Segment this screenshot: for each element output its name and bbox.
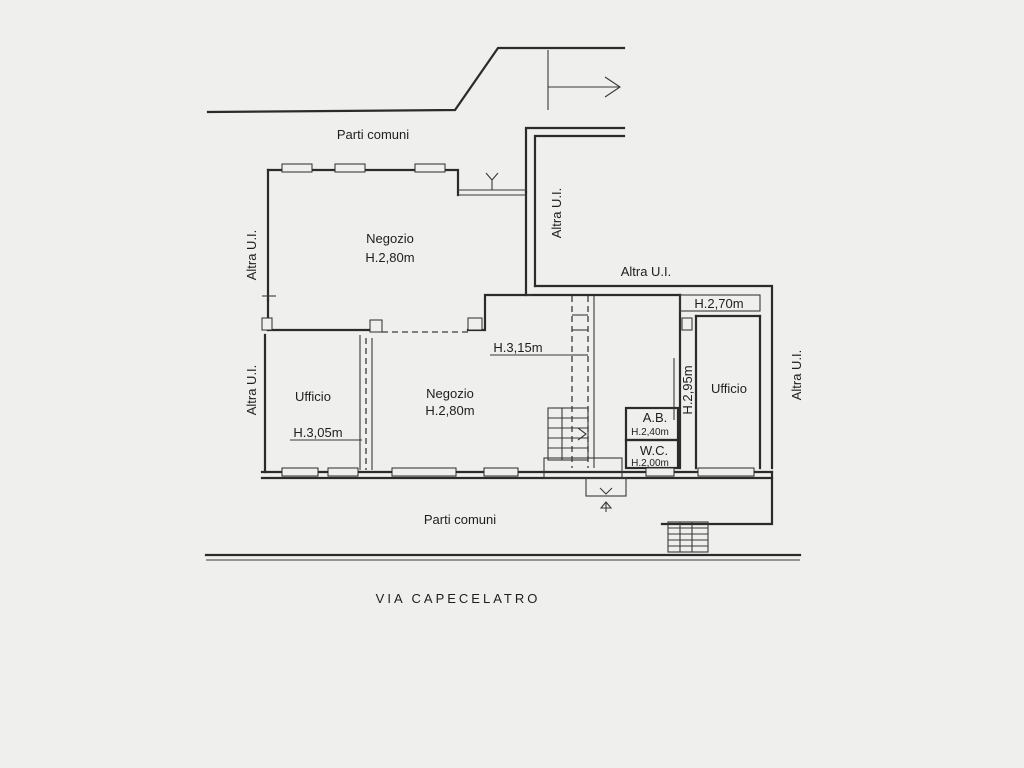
label-negozio-lower-height: H.2,80m	[425, 403, 474, 418]
label-ufficio-right-height: H.2,70m	[694, 296, 743, 311]
room-ufficio-right	[679, 294, 762, 470]
room-ufficio-left	[263, 333, 373, 474]
label-negozio-lower: Negozio	[426, 386, 474, 401]
window	[697, 467, 755, 477]
label-corridor-height: H.3,15m	[493, 340, 542, 355]
pillar	[369, 319, 383, 333]
pillar	[681, 317, 693, 331]
window	[334, 163, 366, 173]
label-altra-ui-left-top: Altra U.I.	[244, 230, 259, 281]
pillar	[467, 317, 483, 331]
street-edge	[204, 553, 802, 561]
label-parti-comuni-top: Parti comuni	[337, 127, 409, 142]
entrance-arrow-icon	[599, 487, 613, 495]
adjacent-unit-outline	[524, 126, 774, 470]
arrow-right-icon	[604, 76, 621, 98]
label-altra-ui-left-bottom: Altra U.I.	[244, 365, 259, 416]
window	[327, 467, 359, 477]
window	[391, 467, 457, 477]
label-wc: W.C.	[640, 443, 668, 458]
label-altra-ui-right: Altra U.I.	[789, 350, 804, 401]
entrance-marker-icon	[485, 172, 499, 181]
label-negozio-upper: Negozio	[366, 231, 414, 246]
bottom-facade	[260, 457, 774, 526]
window	[645, 467, 675, 477]
stairs-arrow-icon	[577, 427, 587, 441]
entrance-step	[585, 477, 627, 497]
top-boundary	[206, 46, 626, 114]
room-negozio-upper	[262, 163, 526, 332]
label-wc-height: H.2,00m	[631, 458, 669, 469]
external-stairs	[667, 521, 709, 553]
label-passage-height: H.2,95m	[680, 365, 695, 414]
window	[414, 163, 446, 173]
window	[281, 163, 313, 173]
label-ufficio-left-height: H.3,05m	[293, 425, 342, 440]
label-street: VIA CAPECELATRO	[376, 591, 541, 606]
label-negozio-upper-height: H.2,80m	[365, 250, 414, 265]
window	[483, 467, 519, 477]
pillar	[261, 317, 273, 331]
label-ufficio-right: Ufficio	[711, 381, 747, 396]
label-parti-comuni-bottom: Parti comuni	[424, 512, 496, 527]
label-ab: A.B.	[643, 410, 668, 425]
internal-walls	[261, 293, 682, 333]
label-ab-height: H.2,40m	[631, 427, 669, 438]
label-ufficio-left: Ufficio	[295, 389, 331, 404]
window	[281, 467, 319, 477]
label-altra-ui-mid-horizontal: Altra U.I.	[621, 264, 672, 279]
corridor	[571, 296, 595, 468]
label-altra-ui-mid-vertical: Altra U.I.	[549, 188, 564, 239]
